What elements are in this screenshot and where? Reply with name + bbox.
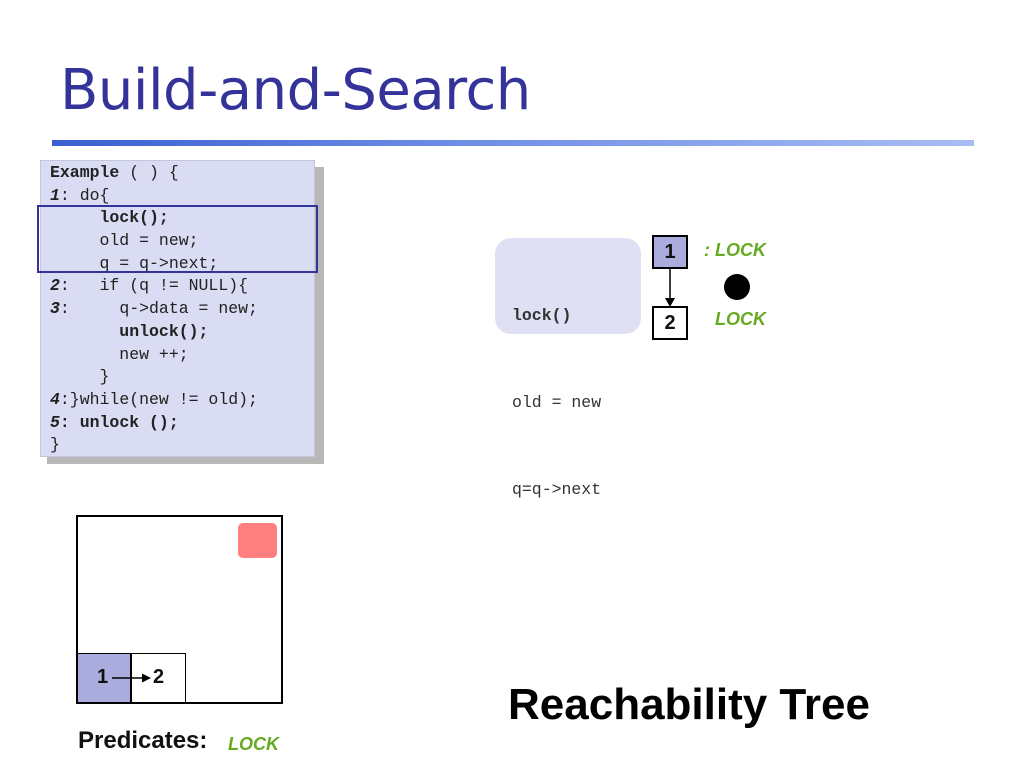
code-line-label: 3 [50, 299, 60, 319]
reachability-tree-caption: Reachability Tree [508, 680, 870, 729]
tree-edge-arrow [665, 268, 675, 307]
tree-node-2: 2 [652, 306, 688, 340]
code-listing: Example ( ) {1: do{ lock(); old = new; q… [50, 162, 258, 457]
tree-label-bottom: LOCK [715, 309, 766, 329]
error-region [238, 523, 277, 558]
predicates-label: Predicates: [78, 727, 208, 754]
state-line-3: q=q->next [512, 480, 602, 499]
code-line-text: new ++; [50, 344, 189, 364]
code-line-label: 2 [50, 276, 60, 296]
code-line: q = q->next; [50, 253, 258, 276]
title-divider [52, 140, 974, 146]
tree-node-1: 1 [652, 235, 688, 269]
code-line-label: 1 [50, 185, 60, 205]
state-lines: lock() old = new q=q->next [512, 243, 601, 533]
code-line-text: } [50, 367, 110, 387]
predicates-value: LOCK [228, 734, 279, 754]
code-line: new ++; [50, 344, 258, 367]
slide-title: Build-and-Search [60, 58, 531, 123]
code-line-text: ( ) { [119, 163, 179, 182]
code-line: Example ( ) { [50, 162, 258, 185]
code-line-text: q = q->next; [50, 253, 219, 273]
code-line-text: : unlock (); [59, 412, 179, 432]
code-line: } [50, 434, 258, 457]
code-line-label: 4 [50, 389, 60, 409]
code-line-text: : q->data = new; [59, 299, 258, 319]
code-line-label: Example [50, 163, 120, 182]
code-line-text: : do{ [59, 185, 110, 205]
code-line: unlock(); [50, 321, 258, 344]
state-box [495, 238, 641, 334]
state-line-2: old = new [512, 393, 602, 412]
code-line-text: : if (q != NULL){ [59, 276, 249, 296]
black-dot [724, 274, 750, 300]
code-line-label: 5 [50, 412, 60, 432]
region-arrow [112, 673, 151, 683]
region-cell-1: 1 [77, 653, 131, 703]
code-line: 1: do{ [50, 185, 258, 208]
code-line-text: } [50, 435, 60, 455]
state-line-1: lock() [512, 306, 572, 325]
code-line-text: old = new; [50, 231, 199, 251]
code-line: } [50, 366, 258, 389]
code-line-text: lock(); [50, 208, 169, 228]
code-line: 2: if (q != NULL){ [50, 275, 258, 298]
tree-label-top: : LOCK [704, 240, 766, 260]
code-line: 3: q->data = new; [50, 298, 258, 321]
code-box [40, 160, 315, 457]
highlight-box [37, 205, 318, 273]
code-line: 5: unlock (); [50, 412, 258, 435]
code-line: lock(); [50, 207, 258, 230]
code-line-text: unlock(); [50, 321, 209, 341]
code-line: 4:}while(new != old); [50, 389, 258, 412]
code-line-text: :}while(new != old); [59, 389, 258, 409]
code-line: old = new; [50, 230, 258, 253]
